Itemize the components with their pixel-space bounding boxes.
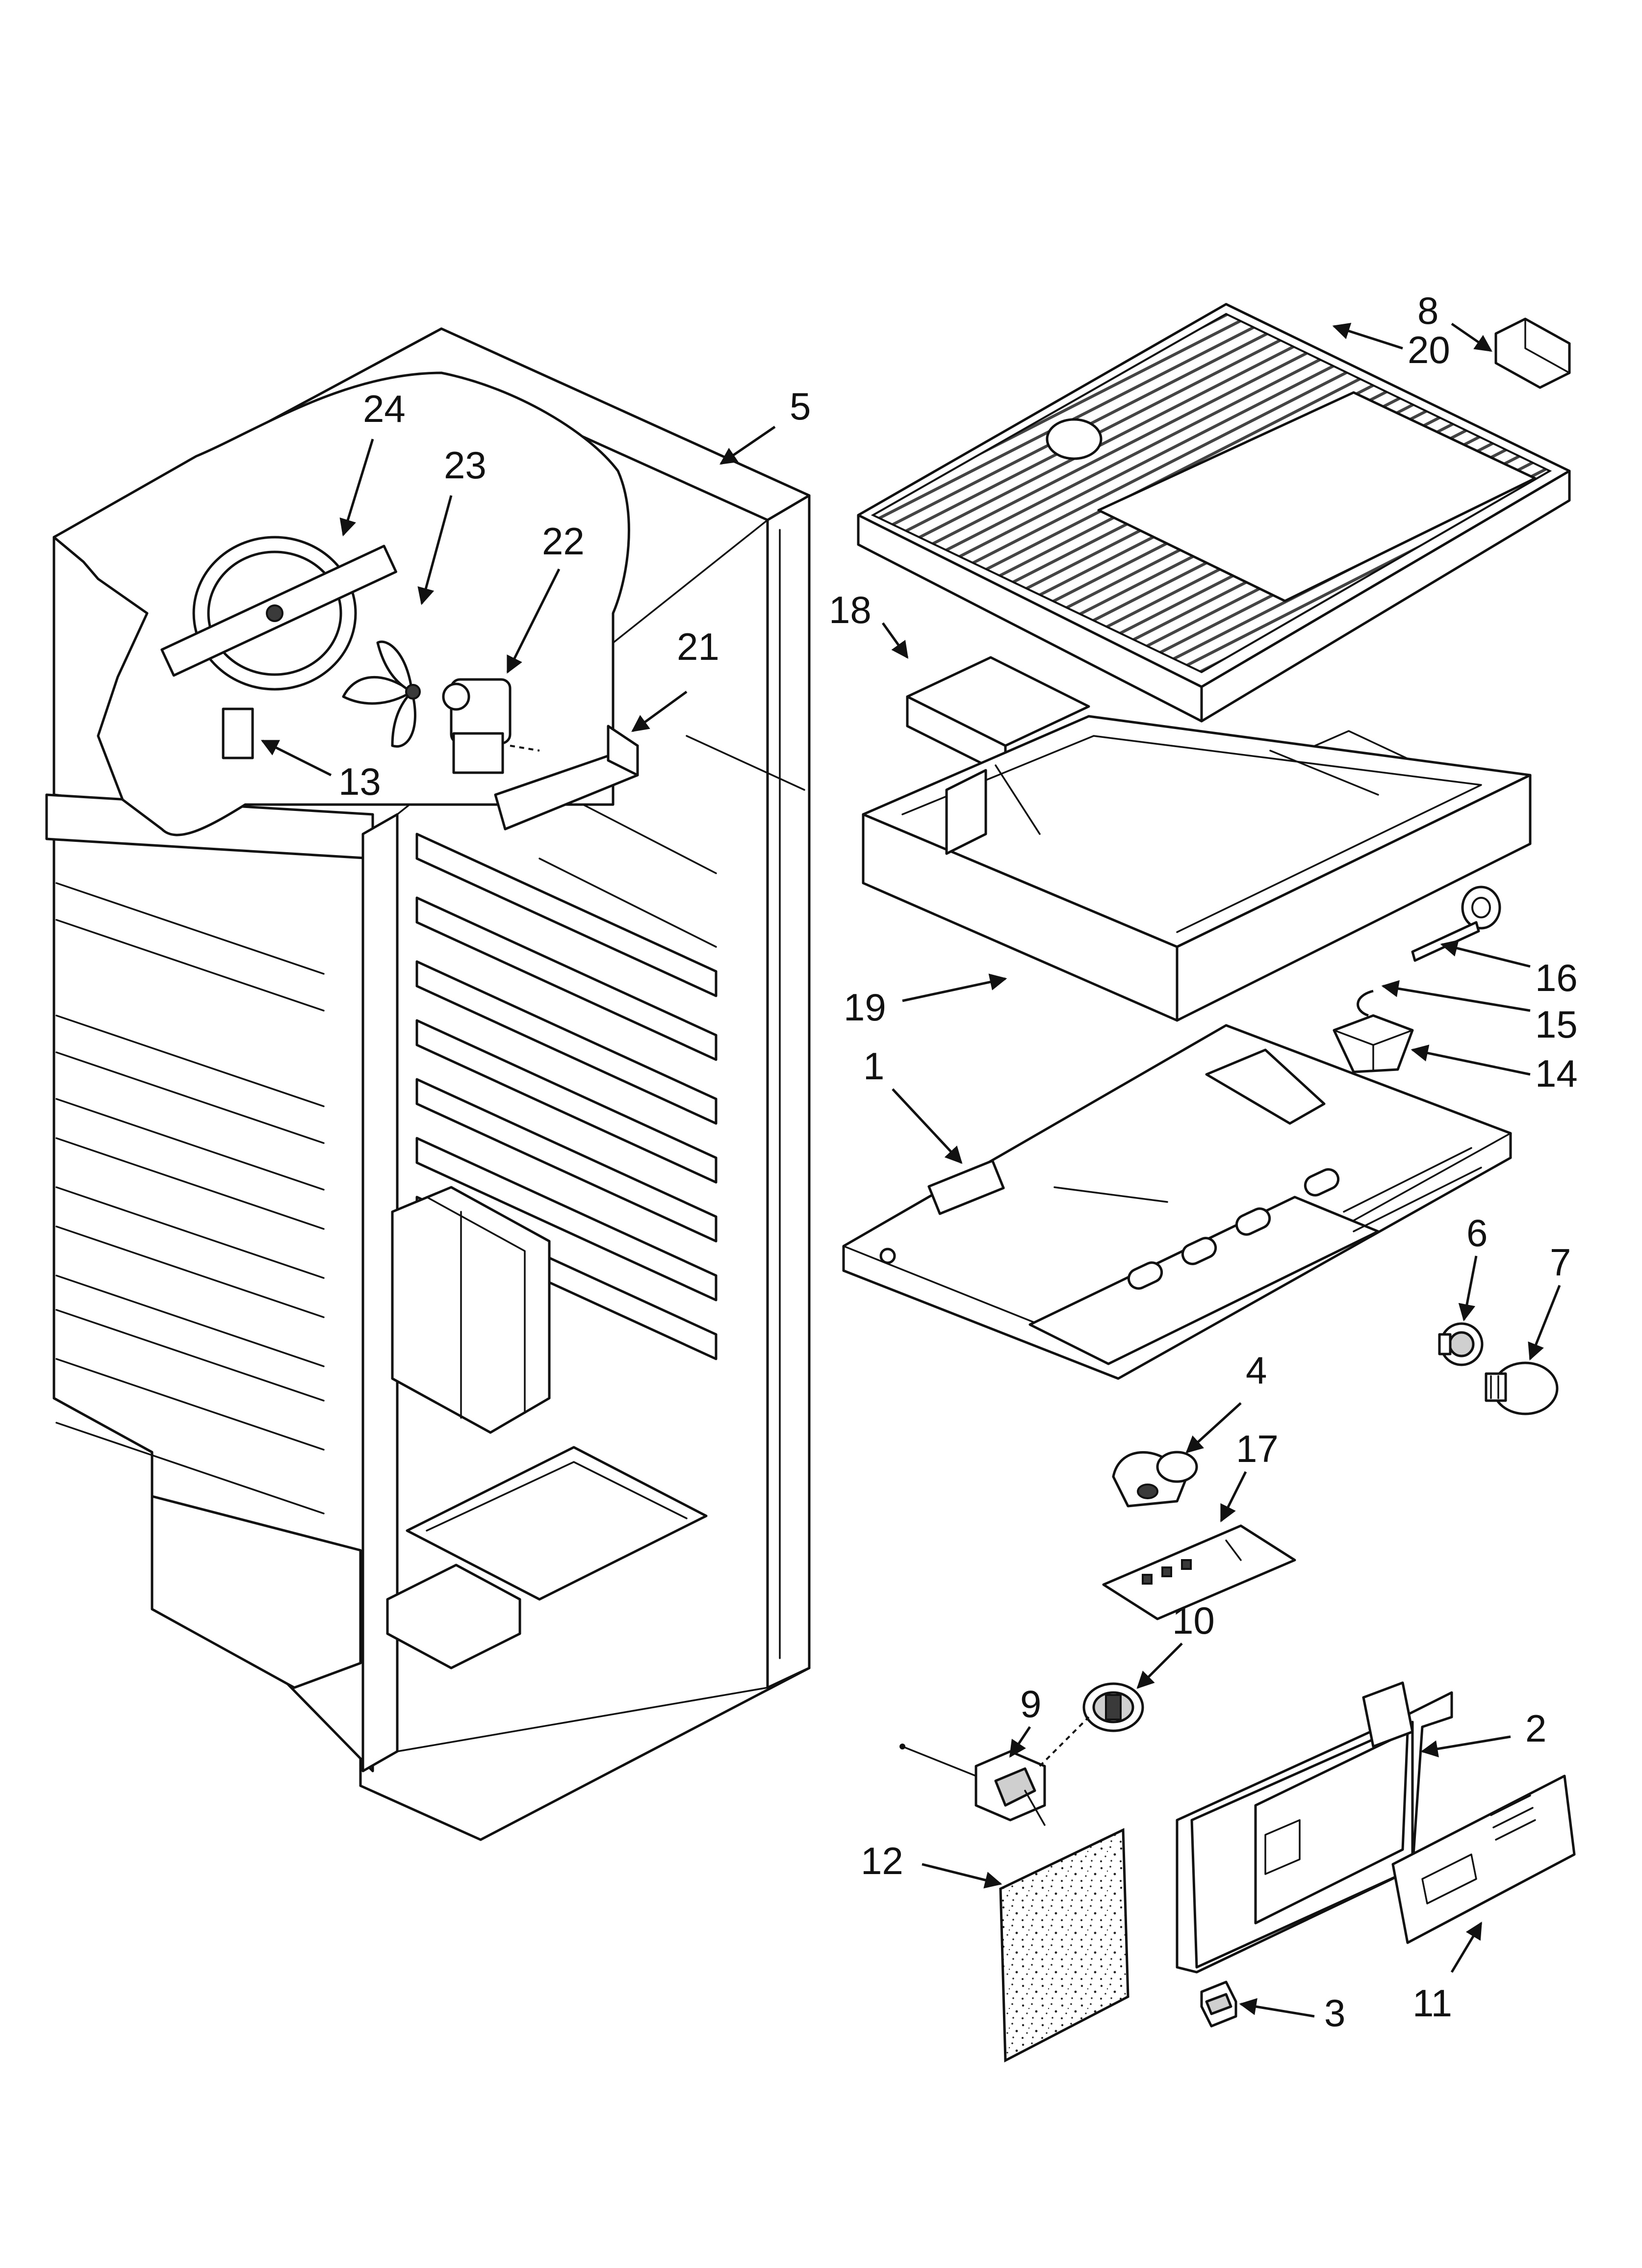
thermostat — [899, 1744, 1046, 1826]
control-overlay — [1391, 1774, 1576, 1944]
crisper-cover-shelf — [857, 303, 1571, 723]
control-housing — [842, 1024, 1512, 1380]
filter-pad — [999, 1828, 1129, 2063]
callout-8: 8 — [1417, 289, 1438, 332]
callout-12: 12 — [861, 1839, 903, 1882]
callout-10: 10 — [1172, 1599, 1215, 1642]
callout-20: 20 — [1408, 328, 1450, 371]
door-switch — [1200, 1981, 1237, 2028]
callout-18: 18 — [829, 588, 872, 631]
callout-22: 22 — [542, 520, 585, 563]
crisper-tray — [862, 715, 1532, 1022]
control-knob — [1082, 1682, 1144, 1732]
callout-1: 1 — [863, 1044, 884, 1088]
refrigerator-liner — [45, 327, 811, 1841]
callout-15: 15 — [1535, 1003, 1578, 1046]
control-panel-housing — [1176, 1681, 1453, 1974]
callout-2: 2 — [1525, 1707, 1546, 1750]
callout-5: 5 — [790, 385, 811, 428]
panel-insert — [906, 656, 1090, 777]
light-bulb — [1485, 1361, 1559, 1415]
callout-labels: 5 24 23 22 21 13 8 20 18 16 15 19 14 1 6… — [338, 289, 1578, 2034]
callout-9: 9 — [1020, 1682, 1041, 1725]
callout-13: 13 — [338, 760, 381, 803]
shelf-clip — [1494, 317, 1571, 389]
light-socket — [1438, 1322, 1484, 1366]
callout-14: 14 — [1535, 1052, 1578, 1095]
spacer-cup — [1333, 1014, 1414, 1073]
control-board — [1102, 1524, 1296, 1620]
callout-3: 3 — [1324, 1991, 1345, 2034]
callout-17: 17 — [1236, 1427, 1279, 1470]
callout-6: 6 — [1466, 1211, 1488, 1254]
sensor-housing — [1112, 1451, 1198, 1508]
callout-21: 21 — [677, 625, 719, 668]
callout-23: 23 — [444, 443, 487, 487]
washer — [1357, 990, 1374, 1017]
callout-11: 11 — [1412, 1981, 1452, 2025]
callout-4: 4 — [1246, 1349, 1267, 1392]
callout-16: 16 — [1535, 956, 1578, 999]
shaft-line — [1039, 1716, 1090, 1767]
callout-7: 7 — [1550, 1241, 1571, 1284]
callout-19: 19 — [844, 986, 886, 1029]
callout-24: 24 — [363, 387, 406, 430]
hinge-pin — [1411, 886, 1501, 962]
leader-lines — [260, 322, 1561, 2018]
